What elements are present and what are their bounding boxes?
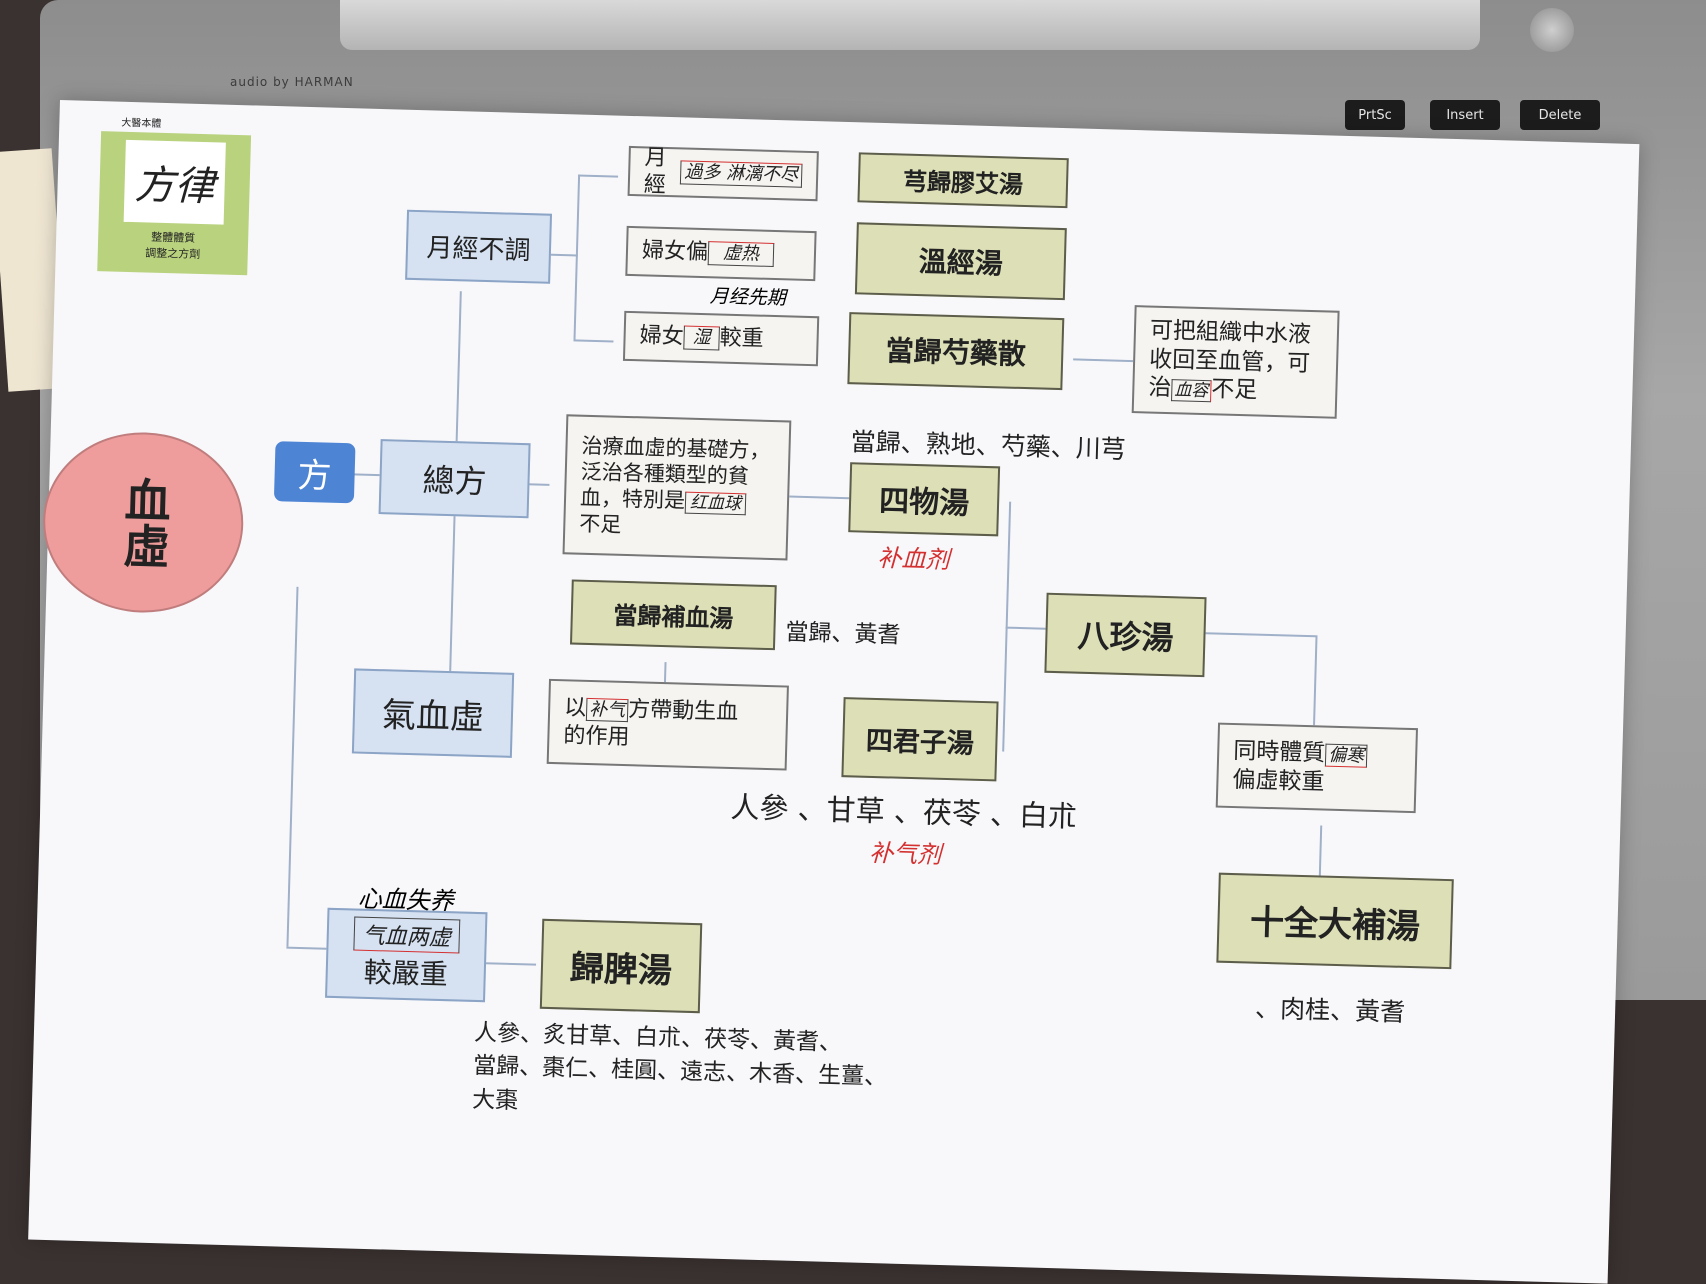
- row-1: 月經 過多 淋漓不尽: [627, 144, 819, 202]
- printed-sheet: 大醫本體 方律 整體體質 調整之方劑 血虛 方 總方 月經不調 氣血虛 月經 過…: [28, 100, 1640, 1284]
- row-2-handwriting: 虛热: [707, 240, 775, 268]
- f3-note-line-3-prefix: 治: [1148, 374, 1172, 402]
- connector: [1313, 635, 1318, 726]
- danggui-buxue-herbs: 當歸、黃耆: [785, 619, 901, 649]
- siwu-herbs: 當歸、熟地、芍藥、川芎: [850, 427, 1127, 464]
- connector: [1205, 632, 1316, 638]
- tongshi-prefix: 同時體質: [1232, 737, 1326, 767]
- f3-note-line-3-suffix: 不足: [1210, 376, 1258, 404]
- sijunzi-herbs: 人參 、甘草 、茯苓 、白朮: [730, 790, 1078, 834]
- key-delete[interactable]: Delete: [1520, 100, 1600, 130]
- formula-shiquan: 十全大補湯: [1216, 872, 1454, 970]
- yiqi-description: 以补气方帶動生血 的作用: [546, 678, 789, 771]
- formula-f2: 溫經湯: [854, 222, 1067, 301]
- logo: 方律 整體體質 調整之方劑: [97, 131, 252, 276]
- key-insert[interactable]: Insert: [1430, 100, 1500, 130]
- connector: [547, 253, 578, 257]
- row-1-handwriting: 過多 淋漓不尽: [680, 160, 803, 188]
- connector: [1073, 358, 1134, 363]
- connector: [578, 174, 619, 178]
- f3-note-handwriting: 血容: [1171, 379, 1212, 403]
- connector: [573, 174, 581, 340]
- row-2-prefix: 婦女偏: [641, 238, 709, 266]
- formula-f1: 芎歸膠艾湯: [857, 152, 1069, 209]
- formula-f3: 當歸芍藥散: [847, 312, 1065, 391]
- row-3-handwriting: 湿: [683, 325, 720, 351]
- connector: [789, 495, 850, 500]
- siwu-description: 治療血虛的基礎方， 泛治各種類型的貧 血，特別是红血球 不足: [562, 414, 792, 561]
- row-1-prefix: 月經: [643, 144, 667, 198]
- yiqi-line-2: 的作用: [563, 722, 630, 750]
- tongshi-line-2: 偏虛較重: [1232, 766, 1325, 796]
- connector: [573, 339, 614, 343]
- formula-guipi: 歸脾湯: [539, 918, 703, 1014]
- row-3-suffix: 較重: [719, 325, 764, 352]
- f3-note-line-1: 可把組織中水液: [1149, 317, 1312, 348]
- logo-subtitle-2: 調整之方劑: [145, 246, 201, 261]
- tongshi-line-1: 同時體質偏寒: [1233, 737, 1368, 769]
- xinpi-node: 气血两虚 較嚴重: [325, 907, 488, 1003]
- siwu-red-note: 补血剂: [877, 544, 950, 575]
- connector: [1005, 626, 1046, 630]
- yiqi-suffix: 方帶動生血: [627, 697, 739, 726]
- yiqi-handwriting: 补气: [585, 697, 629, 723]
- main-node-label: 血虛: [115, 475, 173, 570]
- speaker-brand: audio by HARMAN: [230, 75, 354, 89]
- key-prtsc[interactable]: PrtSc: [1345, 100, 1405, 130]
- siwu-handwriting: 红血球: [684, 491, 747, 516]
- tongshi-handwriting: 偏寒: [1324, 743, 1368, 768]
- xinpi-handwriting: 气血两虚: [353, 916, 461, 954]
- shiquan-herbs: 、肉桂、黃耆: [1254, 993, 1406, 1027]
- tongshi-description: 同時體質偏寒 偏虛較重: [1215, 722, 1418, 814]
- main-node: 血虛: [40, 429, 246, 616]
- formula-bazhen: 八珍湯: [1044, 592, 1207, 678]
- f3-note: 可把組織中水液 收回至血管，可 治血容不足: [1131, 305, 1340, 419]
- siwu-desc-line-3-prefix: 血，特別是: [579, 485, 686, 513]
- qixue-node: 氣血虛: [351, 668, 515, 758]
- guipi-herbs: 人參、炙甘草、白朮、茯苓、黃耆、 當歸、棗仁、桂圓、遠志、木香、生薑、 大棗: [472, 1017, 889, 1129]
- sijunzi-red-note: 补气剂: [868, 838, 942, 869]
- row-2-note: 月经先期: [709, 285, 787, 310]
- power-button[interactable]: [1530, 8, 1574, 52]
- formula-danggui-buxue: 當歸補血湯: [569, 579, 777, 651]
- fang-tag: 方: [273, 441, 356, 504]
- formula-siwu: 四物湯: [848, 462, 1001, 537]
- yuejing-node: 月經不調: [405, 209, 553, 284]
- yiqi-prefix: 以: [563, 695, 587, 721]
- logo-title: 方律: [123, 139, 226, 225]
- f3-note-line-2: 收回至血管，可: [1148, 346, 1311, 377]
- laptop-hinge: [340, 0, 1480, 50]
- connector: [286, 946, 327, 950]
- zongfang-node: 總方: [378, 439, 531, 519]
- logo-top-note: 大醫本體: [121, 117, 162, 130]
- logo-subtitle-1: 整體體質: [151, 230, 196, 245]
- row-2: 婦女偏 虛热: [625, 225, 817, 282]
- connector: [286, 586, 299, 947]
- row-3-prefix: 婦女: [639, 323, 684, 350]
- row-3: 婦女 湿 較重: [622, 310, 820, 367]
- formula-sijunzi: 四君子湯: [841, 697, 999, 782]
- connector: [1318, 825, 1323, 876]
- f3-note-line-3: 治血容不足: [1148, 374, 1258, 406]
- xinpi-suffix: 較嚴重: [363, 955, 449, 992]
- siwu-desc-line-4: 不足: [579, 511, 622, 538]
